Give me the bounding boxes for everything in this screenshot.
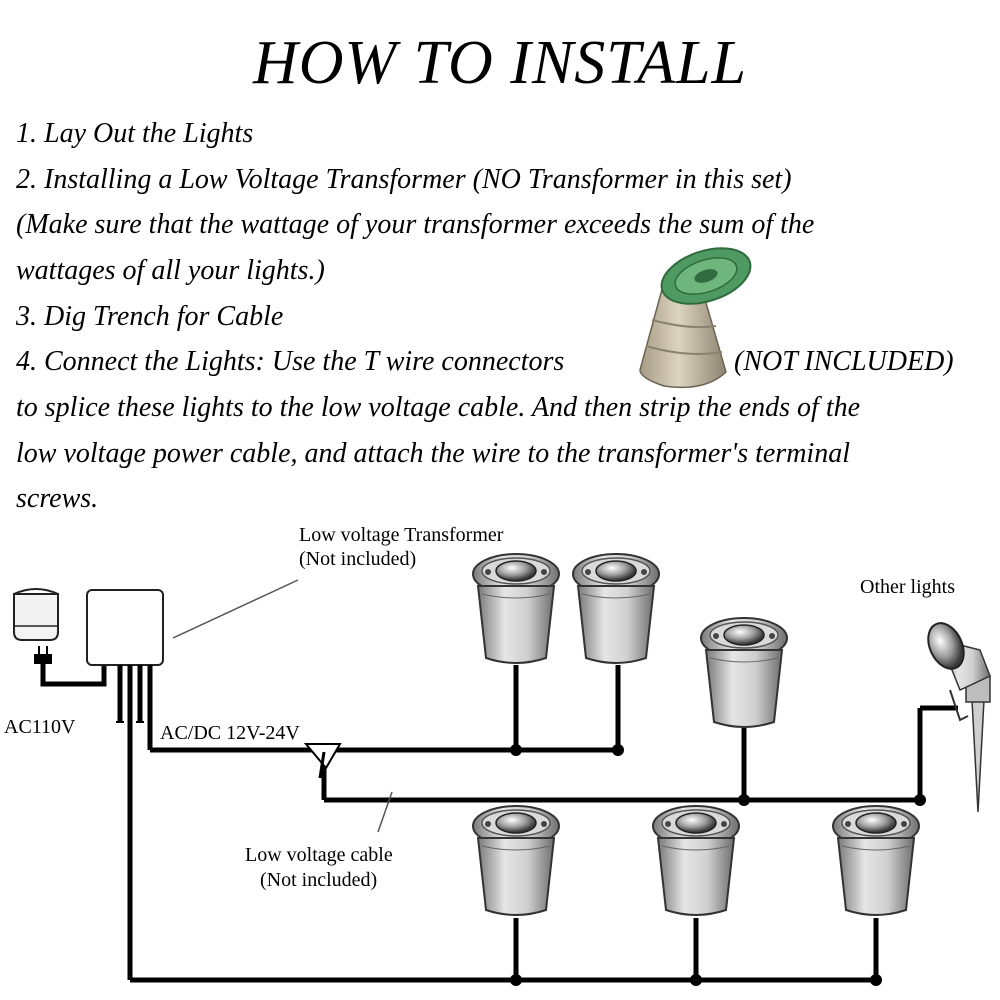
- step-4-not-included: (NOT INCLUDED): [734, 346, 954, 377]
- step-2-note-a: (Make sure that the wattage of your tran…: [16, 209, 815, 240]
- inground-light-icon: [700, 617, 788, 728]
- step-4-line-2: to splice these lights to the low voltag…: [16, 392, 861, 423]
- cable-label-note: (Not included): [260, 869, 378, 891]
- transformer-label-note: (Not included): [299, 548, 417, 570]
- ac-voltage-label: AC110V: [4, 716, 76, 738]
- step-2-note-b: wattages of all your lights.): [16, 255, 325, 286]
- step-4-line-4: screws.: [16, 483, 99, 514]
- inground-light-icon: [472, 553, 560, 664]
- inground-light-icon: [832, 805, 920, 916]
- cable-label: Low voltage cable: [245, 844, 393, 866]
- step-1: 1. Lay Out the Lights: [16, 118, 254, 149]
- inground-light-icon: [652, 805, 740, 916]
- transformer-label: Low voltage Transformer: [299, 524, 504, 546]
- page-title: HOW TO INSTALL: [252, 29, 748, 97]
- plug-icon: [34, 646, 107, 687]
- junction-dots: [510, 744, 926, 986]
- wire-connector-icon: [639, 247, 752, 389]
- transformer-box-icon: [86, 579, 299, 666]
- inground-light-icon: [472, 805, 560, 916]
- step-4: 4. Connect the Lights: Use the T wire co…: [16, 346, 565, 377]
- inground-light-icon: [572, 553, 660, 664]
- step-2: 2. Installing a Low Voltage Transformer …: [16, 164, 792, 195]
- step-4-line-3: low voltage power cable, and attach the …: [16, 438, 850, 469]
- t-connector-icon: [303, 743, 342, 779]
- wiring: [117, 665, 958, 983]
- spot-light-icon: [927, 622, 991, 813]
- wall-outlet-icon: [13, 588, 59, 641]
- other-lights-label: Other lights: [860, 576, 955, 598]
- dc-voltage-label: AC/DC 12V-24V: [160, 722, 300, 744]
- step-3: 3. Dig Trench for Cable: [16, 301, 284, 332]
